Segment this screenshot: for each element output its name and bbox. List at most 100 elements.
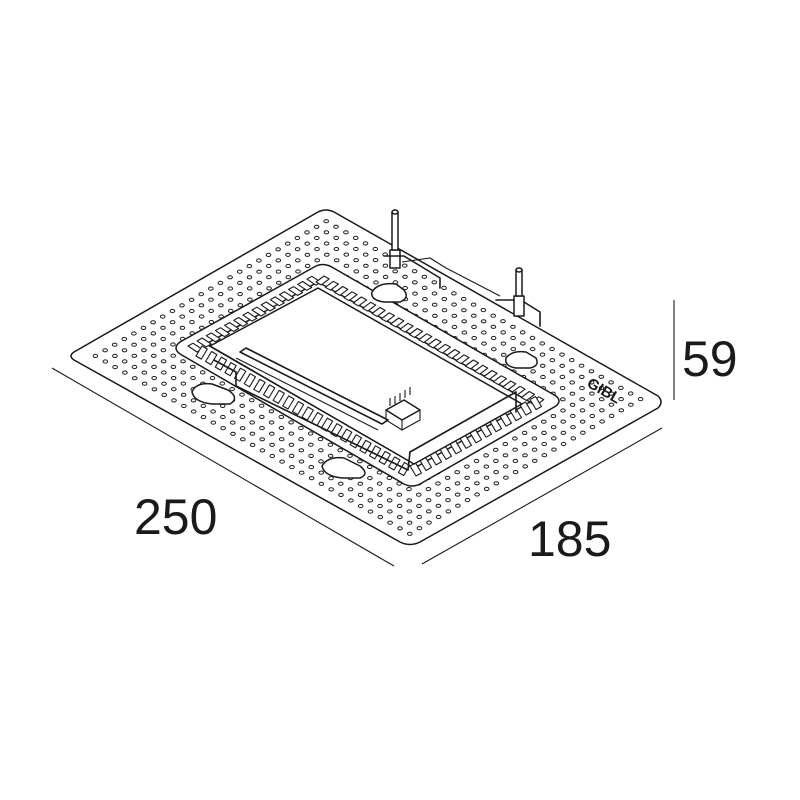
perforation-hole [159, 314, 166, 319]
perforation-hole [217, 280, 224, 285]
perforation-hole [249, 398, 255, 403]
perforation-hole [343, 230, 349, 235]
perforation-hole [396, 492, 403, 497]
perforation-hole [141, 381, 148, 386]
perforation-hole [426, 509, 432, 514]
perforation-hole [387, 520, 393, 525]
frame-fin [529, 395, 543, 411]
perforation-hole [200, 403, 207, 408]
frame-fin [251, 306, 267, 317]
perforation-hole [189, 320, 195, 325]
perforation-hole [490, 324, 497, 329]
perforation-hole [218, 303, 224, 308]
perforation-hole [327, 453, 334, 458]
perforation-hole [318, 459, 324, 464]
perforation-hole [406, 498, 413, 503]
perforation-hole [416, 492, 422, 497]
perforation-hole [304, 241, 311, 246]
perforation-hole [500, 330, 507, 335]
perforation-hole [386, 487, 393, 492]
perforation-hole [170, 353, 176, 358]
perforation-hole [190, 364, 196, 369]
perforation-hole [539, 352, 546, 357]
perforation-hole [471, 313, 477, 318]
perforation-hole [227, 275, 233, 280]
perforation-hole [190, 398, 197, 403]
frame-fin [243, 373, 257, 388]
perforation-hole [230, 431, 236, 436]
perforation-hole [268, 409, 275, 414]
perforation-hole [454, 492, 461, 497]
perforation-hole [406, 509, 413, 514]
perforation-hole [200, 415, 207, 420]
perforation-hole [151, 353, 157, 358]
perforation-hole [451, 313, 458, 318]
perforation-hole [445, 498, 451, 503]
perforation-hole [560, 430, 567, 435]
frame-fin [343, 291, 358, 302]
perforation-hole [210, 420, 217, 425]
perforation-hole [559, 374, 566, 379]
perforation-hole [239, 403, 245, 408]
perforation-hole [362, 252, 369, 257]
perforation-hole [275, 258, 282, 263]
dim-line-length [51, 367, 395, 567]
perforation-hole [372, 258, 379, 263]
perforation-hole [464, 486, 471, 492]
perforation-hole [560, 397, 566, 402]
perforation-hole [218, 314, 224, 319]
perforation-hole [451, 291, 457, 296]
perforation-hole [589, 413, 596, 419]
perforation-hole [445, 486, 451, 492]
perforation-hole [170, 364, 177, 369]
perforation-hole [608, 391, 615, 396]
frame-fin [362, 301, 377, 312]
perforation-hole [382, 263, 389, 268]
perforation-hole [285, 263, 292, 269]
perforation-hole [237, 303, 244, 308]
perforation-hole [266, 286, 272, 291]
perforation-hole [397, 526, 403, 531]
perforation-hole [141, 348, 147, 353]
perforation-hole [474, 481, 480, 486]
perforation-hole [180, 392, 187, 397]
perforation-hole [550, 425, 557, 430]
frame-fin [399, 322, 414, 333]
perforation-hole [474, 492, 480, 497]
perforation-hole [377, 503, 383, 509]
perforation-hole [500, 319, 506, 324]
perforation-hole [208, 308, 214, 313]
perforation-hole [102, 348, 108, 353]
terminal-block [385, 387, 421, 431]
perforation-hole [372, 269, 379, 274]
perforation-hole [150, 331, 157, 336]
frame-fin [262, 384, 276, 399]
perforation-hole [425, 498, 432, 503]
frame-fin [436, 343, 452, 354]
perforation-hole [569, 391, 576, 396]
perforation-hole [362, 241, 369, 246]
perforation-hole [473, 470, 480, 475]
perforation-hole [618, 385, 624, 390]
perforation-hole [265, 263, 272, 269]
frame-fin [427, 338, 442, 349]
perforation-hole [140, 325, 147, 330]
perforation-hole [471, 324, 477, 329]
perforation-hole [522, 453, 528, 458]
perforation-hole [121, 359, 128, 364]
perforation-hole [288, 431, 295, 436]
frame-fin [368, 445, 382, 460]
perforation-hole [198, 292, 204, 297]
perforation-hole [338, 481, 344, 486]
perforation-hole [328, 487, 335, 492]
perforation-hole [500, 352, 507, 357]
frame-fin [196, 337, 212, 348]
perforation-hole [411, 269, 418, 274]
perforation-hole [412, 302, 419, 307]
frame-fin [272, 389, 285, 404]
perforation-hole [464, 464, 470, 469]
perforation-hole [308, 476, 315, 481]
perforation-hole [435, 503, 442, 508]
perforation-hole [578, 363, 585, 368]
perforation-hole [363, 274, 369, 279]
